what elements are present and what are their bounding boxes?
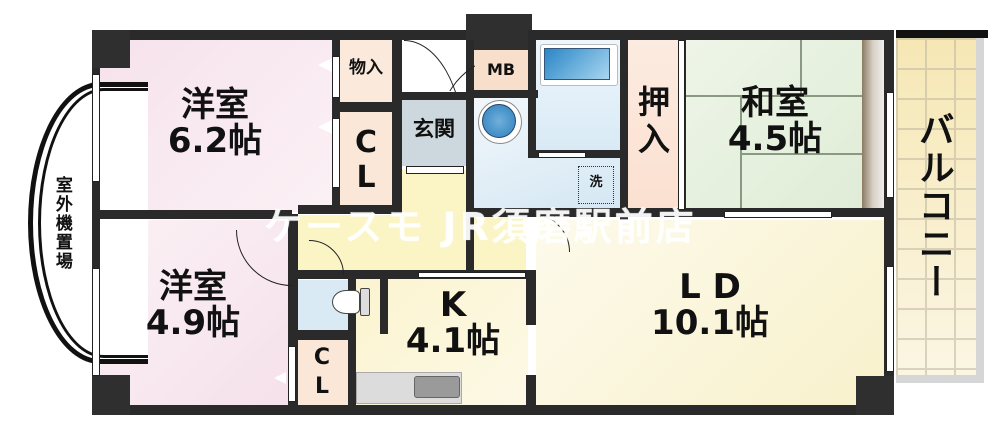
- window[interactable]: [886, 266, 894, 372]
- tatami-line: [742, 153, 864, 155]
- wall: [298, 205, 402, 214]
- entrance-label: 玄関: [413, 117, 455, 141]
- pillar: [92, 375, 130, 415]
- washer-label: 洗: [589, 175, 603, 190]
- door-marker-icon: [318, 120, 332, 134]
- washroom-door[interactable]: [538, 152, 586, 158]
- wall: [884, 30, 894, 415]
- wall: [92, 405, 894, 415]
- wall: [526, 375, 536, 415]
- wall: [528, 30, 894, 40]
- kitchen-label: K 4.1帖: [405, 285, 501, 361]
- wall: [288, 214, 298, 414]
- wall: [92, 30, 100, 415]
- sink-icon: [414, 376, 460, 398]
- wall: [466, 40, 474, 270]
- wash-basin-bowl: [482, 104, 516, 138]
- sliding-door[interactable]: [418, 272, 526, 278]
- tokonoma: [862, 40, 884, 212]
- wall: [348, 278, 356, 414]
- western-room-1-label: 洋室 6.2帖: [167, 85, 263, 161]
- wall: [380, 278, 388, 334]
- bathtub-water: [544, 48, 610, 80]
- toilet-icon: [332, 290, 360, 314]
- closet-door[interactable]: [288, 346, 296, 402]
- pillar: [856, 376, 894, 415]
- oshiire: [628, 40, 680, 212]
- wall: [466, 208, 886, 217]
- japanese-room-label: 和室 4.5帖: [727, 83, 823, 159]
- entrance: [402, 100, 466, 166]
- pillar: [92, 30, 130, 68]
- balcony-rail: [896, 30, 988, 38]
- toilet-tank-icon: [360, 288, 370, 316]
- western-room-2-label: 洋室 4.9帖: [145, 267, 241, 343]
- wall: [288, 330, 356, 340]
- wall: [332, 102, 394, 112]
- window[interactable]: [92, 268, 100, 376]
- closet-2-label: C L: [313, 345, 331, 399]
- wall: [392, 30, 402, 212]
- wall: [528, 30, 536, 154]
- wall: [526, 270, 536, 325]
- closet-2: [296, 340, 348, 405]
- wall: [288, 270, 528, 279]
- wall: [620, 30, 628, 220]
- balcony-label: バルコニー: [912, 111, 954, 301]
- oshiire-sliding-door[interactable]: [678, 40, 685, 210]
- closet-door[interactable]: [332, 118, 340, 188]
- storage-label: 物入: [349, 58, 383, 78]
- balcony-grid: [896, 38, 976, 375]
- tatami-line: [800, 40, 802, 95]
- tatami-line: [740, 97, 742, 212]
- closet-door[interactable]: [332, 56, 340, 98]
- entrance-step: [406, 166, 464, 174]
- window[interactable]: [92, 74, 100, 182]
- meter-box-label: MB: [486, 60, 516, 79]
- sliding-door[interactable]: [724, 211, 832, 218]
- pillar: [466, 14, 532, 50]
- door-marker-icon: [318, 58, 332, 72]
- kitchen-counter: [356, 372, 462, 404]
- wall: [466, 90, 538, 98]
- wall: [392, 92, 474, 100]
- window[interactable]: [886, 92, 894, 198]
- oshiire-label: 押 入: [637, 83, 670, 158]
- wall: [92, 30, 466, 40]
- washer-space: [578, 166, 614, 204]
- outdoor-unit-area-label: 室外機置場: [51, 175, 72, 271]
- meter-box: [474, 50, 528, 90]
- closet-1: [340, 112, 392, 208]
- wall: [92, 210, 292, 219]
- closet-1-label: C L: [354, 125, 378, 195]
- living-dining-label: L D 10.1帖: [651, 267, 769, 343]
- living-dining: [536, 220, 884, 405]
- storage-room: [340, 40, 392, 102]
- door-marker-icon: [274, 372, 286, 384]
- japanese-room: [686, 40, 864, 212]
- tatami-line: [686, 95, 864, 97]
